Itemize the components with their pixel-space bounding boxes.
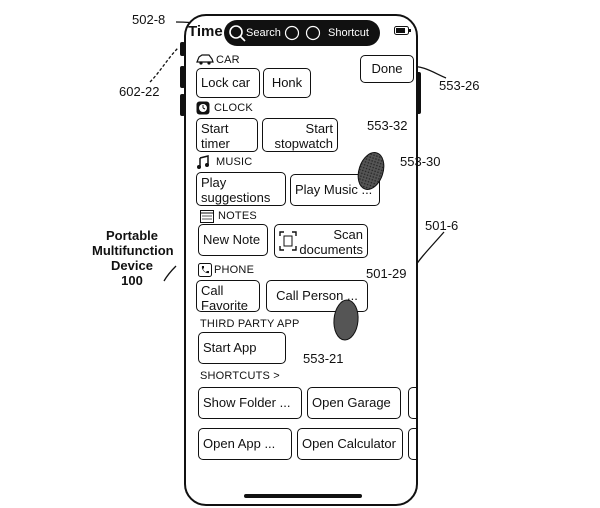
car-icon	[196, 54, 214, 65]
phone-device: Time Search Shortcut CAR Lock car Honk D…	[184, 14, 418, 506]
ref-501-6: 501-6	[425, 218, 459, 233]
done-button[interactable]: Done	[360, 55, 414, 83]
notepad-icon	[200, 210, 214, 223]
scan-documents-line1: Scan	[333, 227, 363, 242]
ref-553-32: 553-32	[367, 118, 408, 133]
leader-device-100	[163, 265, 177, 282]
touch-contact-553-21	[333, 299, 359, 341]
start-stopwatch-button[interactable]: Start stopwatch	[262, 118, 338, 152]
device-label: Portable Multifunction Device 100	[92, 228, 174, 288]
section-clock: CLOCK	[214, 102, 253, 114]
touch-contact-553-32	[357, 152, 385, 190]
leader-501-6	[413, 231, 445, 269]
open-calculator-button[interactable]: Open Calculator	[297, 428, 403, 460]
device-label-line3: Device	[111, 258, 153, 273]
start-timer-line1: Start	[201, 121, 229, 136]
phone-icon	[198, 263, 212, 277]
ref-502-8: 502-8	[132, 12, 166, 27]
open-app-button[interactable]: Open App ...	[198, 428, 292, 460]
play-suggestions-line1: Play	[201, 175, 227, 190]
shortcut-label[interactable]: Shortcut	[328, 27, 369, 39]
ref-553-30: 553-30	[400, 154, 441, 169]
open-garage-button[interactable]: Open Garage	[307, 387, 401, 419]
ref-553-21: 553-21	[303, 351, 344, 366]
device-label-line1: Portable	[105, 228, 158, 243]
ref-602-22: 602-22	[119, 84, 160, 99]
ref-501-29: 501-29	[366, 266, 407, 281]
start-timer-line2: timer	[201, 136, 230, 151]
clock-icon	[196, 101, 210, 115]
section-notes: NOTES	[218, 210, 257, 222]
call-person-button[interactable]: Call Person ...	[266, 280, 368, 312]
start-stopwatch-line2: stopwatch	[274, 136, 333, 151]
play-suggestions-line2: suggestions	[201, 190, 271, 205]
time-label: Time	[188, 23, 223, 40]
partial-shortcut-button[interactable]	[408, 387, 416, 419]
start-timer-button[interactable]: Start timer	[196, 118, 258, 152]
device-label-line4: 100	[121, 273, 143, 288]
partial-shortcut-button-2[interactable]	[408, 428, 416, 460]
side-button-volume-up	[180, 66, 185, 88]
new-note-button[interactable]: New Note	[198, 224, 268, 256]
section-shortcuts[interactable]: SHORTCUTS >	[200, 370, 280, 382]
notch-bar: Search Shortcut	[224, 20, 380, 46]
play-suggestions-button[interactable]: Play suggestions	[196, 172, 286, 206]
call-favorite-line1: Call	[201, 283, 224, 298]
search-icon	[229, 25, 246, 42]
side-button-top	[180, 42, 185, 56]
scan-documents-line2: documents	[299, 242, 363, 257]
ref-553-26: 553-26	[439, 78, 480, 93]
section-phone: PHONE	[214, 264, 255, 276]
scan-documents-button[interactable]: Scan documents	[274, 224, 368, 258]
side-button-volume-down	[180, 94, 185, 116]
section-music: MUSIC	[216, 156, 253, 168]
call-favorite-button[interactable]: Call Favorite	[196, 280, 260, 312]
camera-icon	[284, 25, 321, 41]
side-button-power	[416, 72, 421, 114]
battery-icon	[394, 26, 411, 35]
honk-button[interactable]: Honk	[263, 68, 311, 98]
start-stopwatch-line1: Start	[305, 121, 333, 136]
show-folder-button[interactable]: Show Folder ...	[198, 387, 302, 419]
section-third-party-app: THIRD PARTY APP	[200, 318, 300, 330]
leader-602-22	[149, 47, 179, 83]
search-label[interactable]: Search	[246, 27, 281, 39]
music-note-icon	[197, 155, 209, 169]
device-label-line2: Multifunction	[92, 243, 174, 258]
section-car: CAR	[216, 54, 240, 66]
call-favorite-line2: Favorite	[201, 298, 248, 312]
lock-car-button[interactable]: Lock car	[196, 68, 260, 98]
start-app-button[interactable]: Start App	[198, 332, 286, 364]
home-indicator	[244, 494, 362, 498]
scan-document-icon	[279, 231, 297, 251]
